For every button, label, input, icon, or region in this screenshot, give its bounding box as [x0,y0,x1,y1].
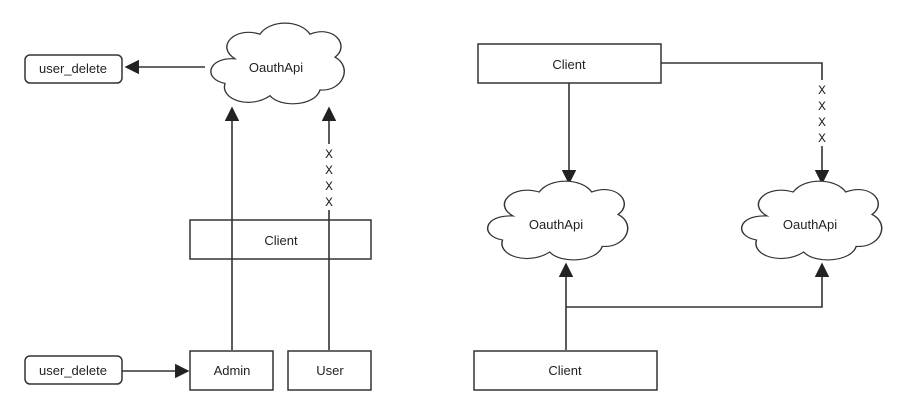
scope-node-bottom-label: user_delete [39,363,107,378]
blocked-mark-left: X X X X [322,144,336,210]
oauth-api-cloud-left-label: OauthApi [249,60,303,75]
oauth-api-cloud-left: OauthApi [210,22,345,105]
client-node-right-top-label: Client [552,57,586,72]
scope-node-top-label: user_delete [39,61,107,76]
admin-node-label: Admin [214,363,251,378]
blocked-x-3: X [325,179,333,194]
scope-node-top: user_delete [24,54,123,84]
blocked-mark-right: X X X X [815,80,829,146]
blocked-x-4: X [818,131,826,146]
blocked-x-2: X [818,99,826,114]
oauth-api-cloud-right-2-label: OauthApi [783,217,837,232]
client-node-right-bottom: Client [473,350,658,391]
right-diagram: Client X X X X OauthApi OauthApi Client [473,43,883,391]
user-node-label: User [316,363,344,378]
blocked-x-3: X [818,115,826,130]
client-node-right-bottom-label: Client [548,363,582,378]
left-diagram: OauthApi user_delete Client X X X X user… [24,22,372,391]
edge-client-bottom-to-cloud-right [566,262,830,308]
oauth-api-cloud-right-1-label: OauthApi [529,217,583,232]
client-node-left: Client [189,219,372,260]
blocked-x-1: X [818,83,826,98]
edge-client-top-to-cloud-right-blocked [661,62,830,185]
admin-node: Admin [189,350,274,391]
blocked-x-4: X [325,195,333,210]
client-node-left-label: Client [264,233,298,248]
oauth-api-cloud-right-2: OauthApi [740,180,883,261]
blocked-x-2: X [325,163,333,178]
user-node: User [287,350,372,391]
client-node-right-top: Client [477,43,662,84]
scope-node-bottom: user_delete [24,355,123,385]
oauth-api-cloud-right-1: OauthApi [486,180,629,261]
blocked-x-1: X [325,147,333,162]
